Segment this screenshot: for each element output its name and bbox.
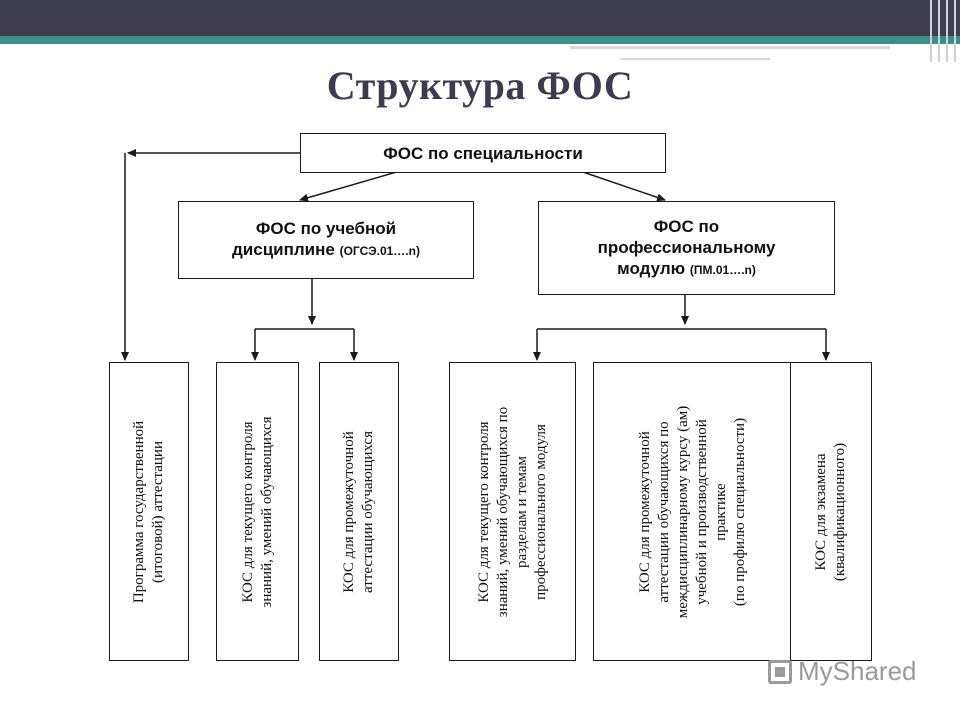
fos-specialty-label: ФОС по специальности	[383, 143, 583, 163]
watermark-text: MyShared	[798, 656, 917, 686]
header-accent-line-2	[620, 58, 770, 60]
watermark-logo: MyShared	[768, 656, 917, 687]
column-text-line: (по профилю специальности)	[731, 417, 748, 606]
fos-specialty-box: ФОС по специальности	[300, 133, 666, 173]
page-title: Структура ФОС	[326, 63, 634, 108]
fos-module-line: модулю	[617, 258, 686, 278]
column-text-line: КОС для текущего контроля	[239, 420, 256, 603]
fos-discipline-text: ФОС по учебной дисциплине (ОГСЭ.01….n)	[232, 218, 420, 262]
header-stripe	[938, 0, 940, 62]
arrow-to-discipline	[299, 170, 401, 202]
header-stripe	[930, 0, 932, 62]
column-text-line: знаний, умений обучающихся	[258, 415, 275, 608]
header-accent-bar	[0, 36, 960, 44]
header-accent-line	[570, 46, 890, 49]
column-text-line: (квалификационного)	[832, 442, 848, 581]
column-text-line: знаний, умений обучающихся по	[494, 406, 511, 617]
column-text-line: (итоговой) аттестации	[150, 440, 166, 583]
state-attestation-program-text: Программа государственной (итоговой) атт…	[130, 362, 168, 661]
fos-module-line: ФОС по	[653, 216, 720, 236]
arrow-to-module	[579, 170, 666, 202]
column-text-line: разделам и темам	[513, 455, 530, 568]
kos-qualification-exam-box: КОС для экзамена (квалификационного)	[790, 362, 872, 661]
column-text-line: КОС для экзамена	[813, 452, 829, 571]
kos-qualification-exam-text: КОС для экзамена (квалификационного)	[812, 362, 850, 661]
kos-module-intermediate-box: КОС для промежуточной аттестации обучающ…	[593, 362, 792, 661]
column-text-line: аттестации обучающихся	[360, 430, 376, 593]
kos-intermediate-text: КОС для промежуточной аттестации обучающ…	[340, 362, 378, 661]
kos-intermediate-box: КОС для промежуточной аттестации обучающ…	[319, 362, 399, 661]
column-text-line: практике	[712, 482, 729, 541]
column-text-line: профессионального модуля	[532, 423, 549, 600]
fos-module-box: ФОС по профессиональному модулю (ПМ.01….…	[538, 201, 835, 295]
fos-discipline-code: (ОГСЭ.01….n)	[339, 244, 420, 258]
state-attestation-program-box: Программа государственной (итоговой) атт…	[109, 362, 189, 661]
fos-discipline-box: ФОС по учебной дисциплине (ОГСЭ.01….n)	[178, 201, 474, 279]
header-bar	[0, 0, 960, 36]
kos-module-current-control-box: КОС для текущего контроля знаний, умений…	[449, 362, 576, 661]
fos-module-line: профессиональному	[597, 237, 776, 257]
column-text-line: аттестации обучающихся по	[655, 420, 672, 603]
kos-module-current-control-text: КОС для текущего контроля знаний, умений…	[475, 362, 551, 661]
column-text-line: Программа государственной	[131, 420, 147, 603]
column-text-line: междисциплинарному курсу (ам)	[674, 405, 691, 618]
fos-module-text: ФОС по профессиональному модулю (ПМ.01….…	[598, 216, 776, 281]
fos-discipline-line: ФОС по учебной	[255, 219, 397, 238]
header-stripe	[954, 0, 956, 62]
kos-module-intermediate-text: КОС для промежуточной аттестации обучающ…	[636, 362, 750, 661]
fos-discipline-line: дисциплине	[232, 240, 335, 259]
header-stripe	[946, 0, 948, 62]
fos-module-code: (ПМ.01….n)	[689, 262, 756, 277]
column-text-line: учебной и производственной	[693, 418, 710, 605]
kos-current-control-box: КОС для текущего контроля знаний, умений…	[216, 362, 299, 661]
kos-current-control-text: КОС для текущего контроля знаний, умений…	[239, 362, 277, 661]
watermark-logo-icon	[768, 659, 792, 684]
column-text-line: КОС для текущего контроля	[475, 420, 492, 603]
column-text-line: КОС для промежуточной	[636, 430, 653, 593]
column-text-line: КОС для промежуточной	[341, 430, 357, 593]
